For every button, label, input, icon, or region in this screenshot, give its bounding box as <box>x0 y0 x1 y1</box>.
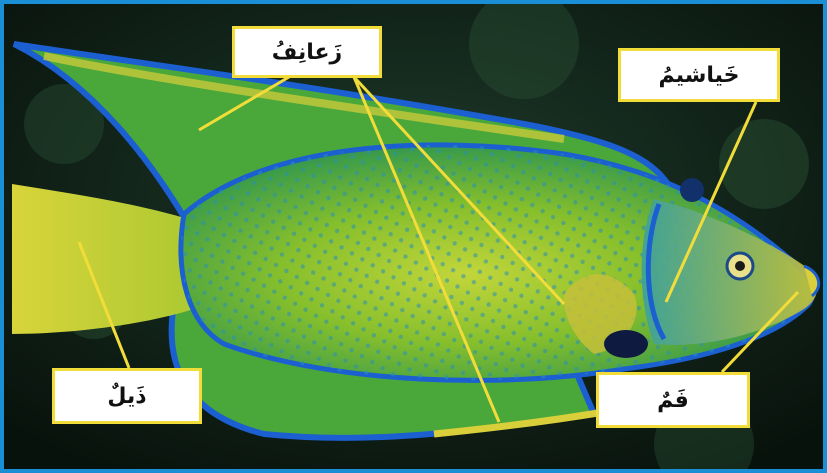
label-tail: ذَيلٌ <box>52 368 202 424</box>
label-gills: خَياشيمُ <box>618 48 780 102</box>
pectoral-spot <box>604 330 648 358</box>
label-mouth: فَمٌ <box>596 372 750 428</box>
head-spot <box>680 178 704 202</box>
label-fins: زَعانِفُ <box>232 26 382 78</box>
